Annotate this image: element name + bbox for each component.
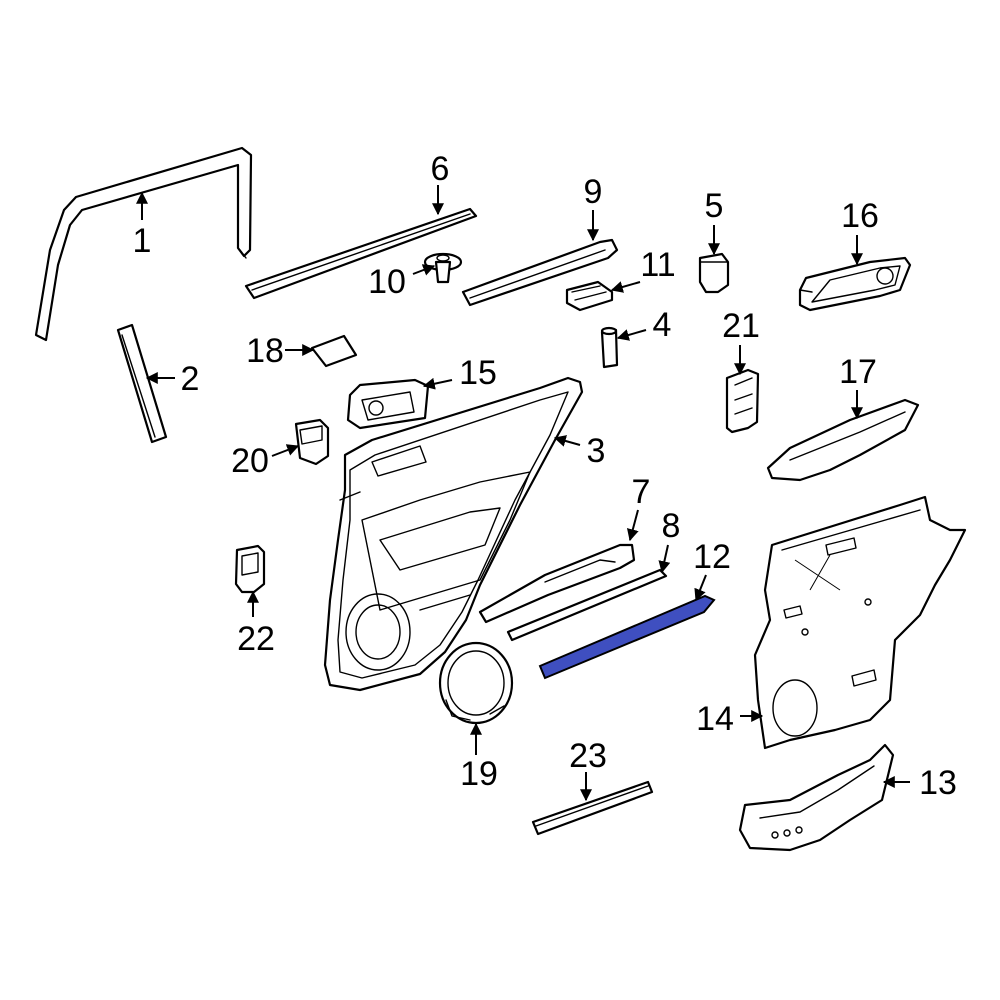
part-14-inner-panel[interactable]	[753, 495, 967, 750]
callout-6: 6	[431, 150, 450, 188]
callout-23: 23	[569, 737, 607, 775]
callout-17: 17	[839, 353, 877, 391]
part-4-plug[interactable]	[600, 326, 619, 369]
part-13-lower-trim[interactable]	[738, 743, 895, 852]
callout-14: 14	[696, 700, 734, 738]
callout-9: 9	[584, 173, 603, 211]
part-21-bracket[interactable]	[725, 368, 760, 434]
part-23-molding[interactable]	[531, 780, 654, 836]
part-6-belt-molding[interactable]	[244, 207, 478, 300]
callout-11: 11	[640, 246, 675, 284]
callout-22: 22	[237, 620, 275, 658]
leaders	[136, 185, 910, 802]
part-1-window-frame[interactable]	[34, 146, 253, 342]
callout-7: 7	[632, 473, 651, 511]
callout-13: 13	[919, 764, 957, 802]
callout-20: 20	[231, 442, 269, 480]
callout-8: 8	[662, 507, 681, 545]
callout-2: 2	[181, 360, 200, 398]
callout-15: 15	[459, 354, 497, 392]
part-3-door-panel[interactable]	[323, 376, 584, 692]
part-20-switch[interactable]	[294, 418, 330, 466]
callout-18: 18	[246, 332, 284, 370]
callout-5: 5	[705, 187, 724, 225]
callout-3: 3	[587, 432, 606, 470]
callout-21: 21	[722, 307, 760, 345]
callout-19: 19	[460, 755, 498, 793]
part-18-cover[interactable]	[310, 334, 358, 368]
part-11-bracket[interactable]	[565, 280, 614, 312]
part-15-handle-housing[interactable]	[346, 378, 430, 430]
part-2-strip[interactable]	[116, 323, 168, 444]
callout-12: 12	[693, 538, 731, 576]
part-8-strip[interactable]	[506, 568, 668, 642]
part-5-switch[interactable]	[698, 252, 730, 294]
part-17-armrest-pad[interactable]	[766, 398, 920, 482]
part-22-switch[interactable]	[234, 544, 266, 594]
callout-16: 16	[841, 197, 879, 235]
callout-10: 10	[368, 263, 406, 301]
part-7-armrest-trim[interactable]	[478, 543, 636, 624]
part-19-speaker-ring[interactable]	[438, 641, 514, 725]
callout-4: 4	[653, 306, 672, 344]
part-12-sill-strip[interactable]	[538, 594, 716, 680]
part-16-handle[interactable]	[798, 256, 912, 312]
callout-1: 1	[133, 222, 152, 260]
part-9-trim-strip[interactable]	[461, 238, 619, 307]
callout-labels: 1 2 6 9 10 11 5 4 16 21 17 18 15 3 20 22…	[133, 150, 957, 802]
